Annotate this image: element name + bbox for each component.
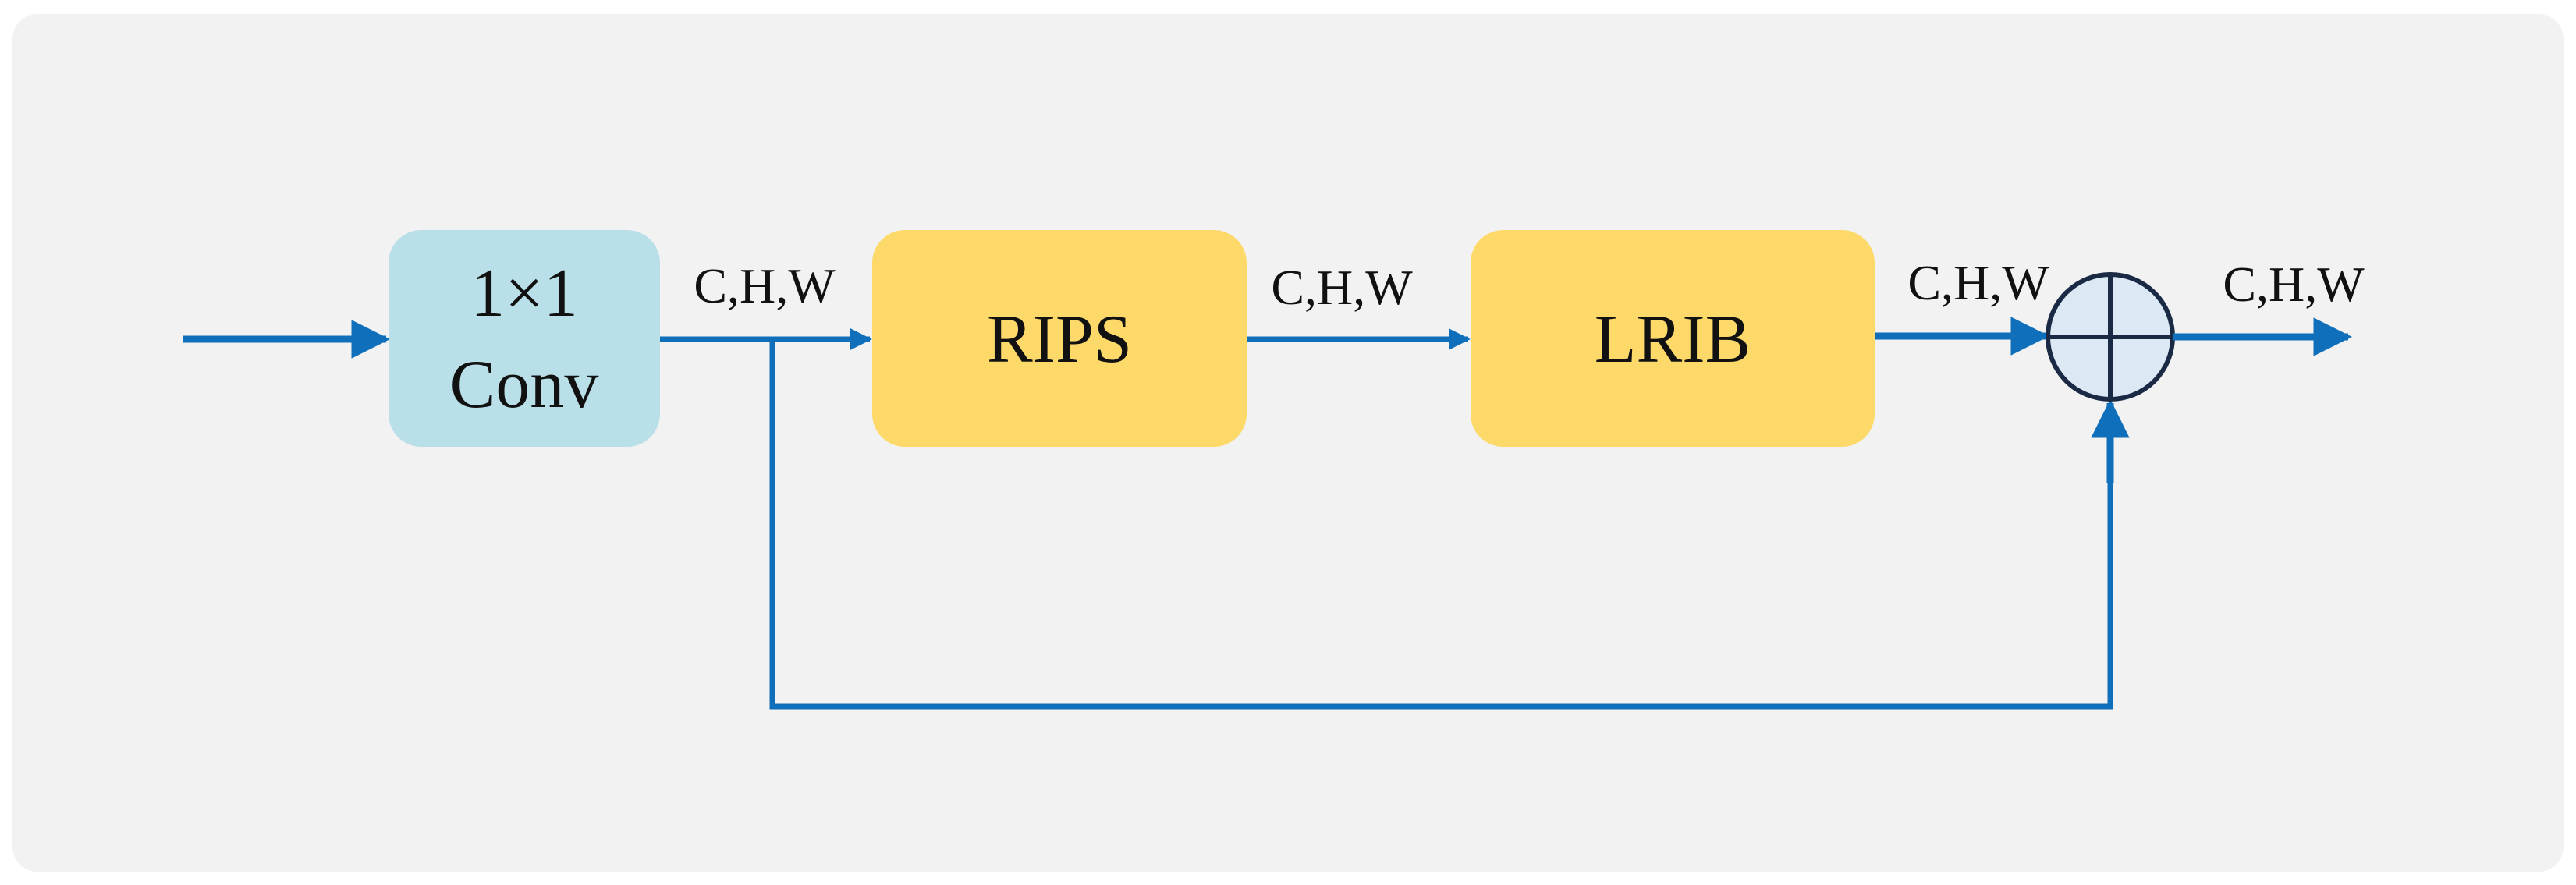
dim-label-after-rips: C,H,W xyxy=(1271,260,1413,315)
conv-block: 1×1 Conv xyxy=(389,230,660,447)
dim-label-after-conv: C,H,W xyxy=(694,258,836,313)
dim-label-after-lrib: C,H,W xyxy=(1907,255,2049,310)
lrib-block-label: LRIB xyxy=(1595,302,1751,377)
background-panel xyxy=(12,14,2564,872)
rips-block-box xyxy=(872,230,1247,447)
conv-block-box xyxy=(389,230,660,447)
dim-label-output: C,H,W xyxy=(2223,257,2365,312)
rips-block-label: RIPS xyxy=(987,302,1132,377)
skip-connection-line xyxy=(769,339,2113,710)
conv-block-line2: Conv xyxy=(450,347,599,423)
lrib-block-box xyxy=(1471,230,1875,447)
rips-block: RIPS xyxy=(872,230,1247,447)
circle-plus-icon xyxy=(2046,272,2175,402)
conv-block-line1: 1×1 xyxy=(470,256,578,331)
lrib-block: LRIB xyxy=(1471,230,1875,447)
